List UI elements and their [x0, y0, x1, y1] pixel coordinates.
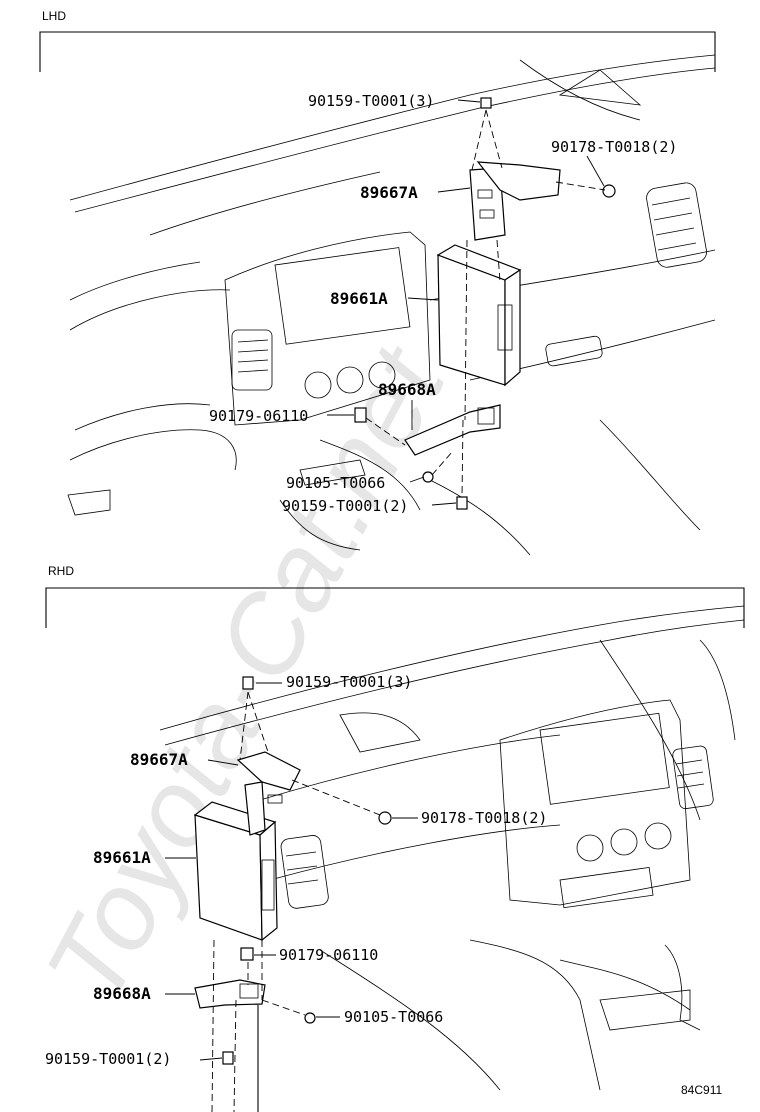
lhd-callout-90179-06110: 90179-06110 — [209, 407, 308, 425]
rhd-callout-89667a: 89667A — [130, 750, 188, 769]
lhd-bolt-bottom-icon — [456, 496, 468, 510]
rhd-fasteners — [222, 676, 392, 1065]
lhd-leaders — [327, 99, 605, 506]
lhd-callout-89661a: 89661A — [330, 289, 388, 308]
lhd-callout-90105-t0066: 90105-T0066 — [286, 474, 385, 492]
rhd-bracket-89667A — [236, 751, 301, 836]
lhd-nut-icon — [602, 184, 616, 198]
rhd-bracket-89668A — [194, 979, 266, 1009]
rhd-bolt-bottom-icon — [222, 1051, 234, 1065]
lhd-frame — [39, 31, 716, 72]
lhd-bracket-89667A — [469, 161, 561, 241]
lhd-bolt-top-icon — [480, 97, 492, 109]
rhd-screw-icon — [304, 1012, 316, 1024]
lhd-screw-icon — [422, 471, 434, 483]
rhd-callout-90159-t0001-3: 90159-T0001(3) — [286, 673, 412, 691]
rhd-frame — [45, 587, 745, 628]
rhd-clip-icon — [240, 947, 254, 961]
rhd-section: RHD — [45, 564, 745, 1112]
rhd-dashboard-drawing — [159, 605, 745, 1091]
rhd-bolt-top-icon — [242, 676, 254, 690]
lhd-callout-90178-t0018-2: 90178-T0018(2) — [551, 138, 677, 156]
lhd-callout-90159-t0001-2: 90159-T0001(2) — [282, 497, 408, 515]
lhd-assembly-lines — [365, 109, 606, 498]
diagram-code: 84C911 — [681, 1083, 722, 1097]
rhd-leaders — [165, 682, 418, 1061]
rhd-callout-90178-t0018-2: 90178-T0018(2) — [421, 809, 547, 827]
lhd-bracket-89668A — [404, 404, 501, 456]
rhd-assembly-lines — [211, 691, 381, 1112]
lhd-section-label: LHD — [42, 9, 66, 23]
rhd-callout-89661a: 89661A — [93, 848, 151, 867]
lhd-callout-90159-t0001-3: 90159-T0001(3) — [308, 92, 434, 110]
lhd-dashboard-drawing — [67, 54, 716, 556]
lhd-callout-89667a: 89667A — [360, 183, 418, 202]
rhd-callout-89668a: 89668A — [93, 984, 151, 1003]
rhd-callout-90179-06110: 90179-06110 — [279, 946, 378, 964]
lhd-callout-89668a: 89668A — [378, 380, 436, 399]
rhd-callout-90159-t0001-2: 90159-T0001(2) — [45, 1050, 171, 1068]
lhd-clip-icon — [354, 407, 367, 423]
rhd-section-label: RHD — [48, 564, 74, 578]
lhd-ecu-89661A — [436, 244, 522, 387]
rhd-nut-icon — [378, 811, 392, 825]
rhd-callout-90105-t0066: 90105-T0066 — [344, 1008, 443, 1026]
lhd-section: LHD — [39, 9, 716, 556]
